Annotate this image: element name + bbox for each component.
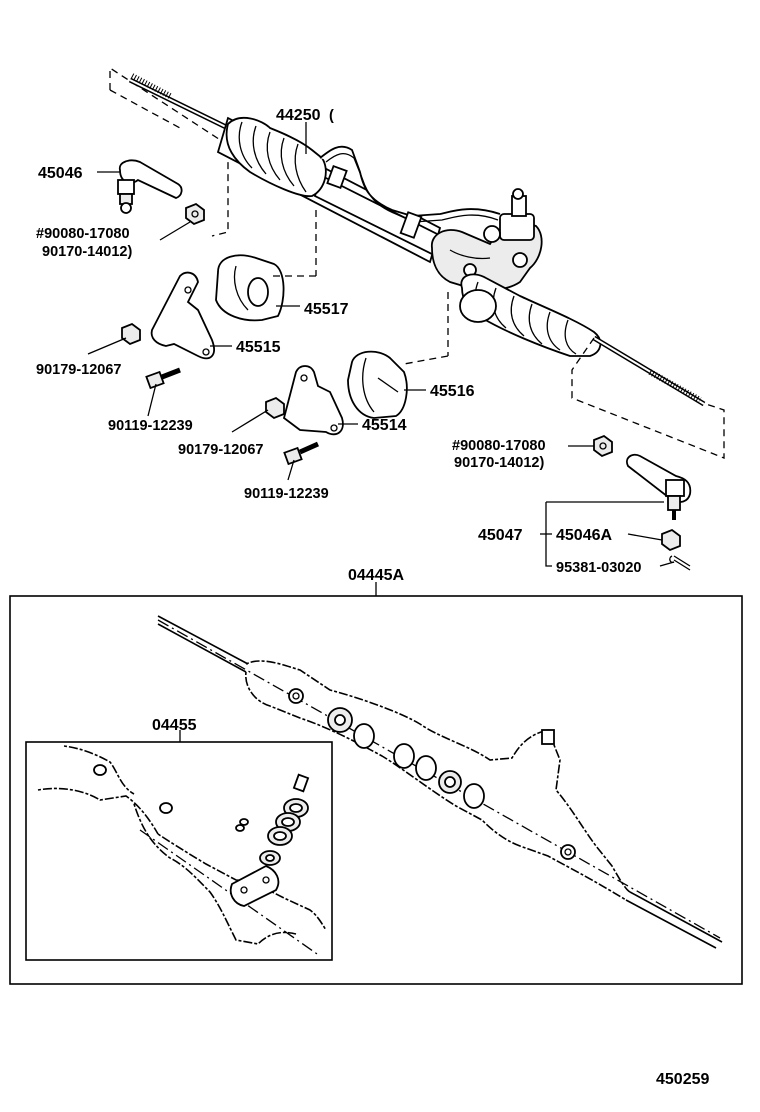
label-grommet-lower: 45516 — [430, 383, 475, 400]
gasket-kit-box — [9, 595, 743, 985]
label-bolt-upper: 90119-12239 — [108, 418, 193, 434]
left-inner-tie-rod — [128, 73, 230, 131]
bracket-upper — [150, 271, 215, 360]
label-tie-rod-end-left: 45046 — [38, 165, 83, 182]
label-nut-lower: 90179-12067 — [178, 442, 263, 458]
bolt-upper — [145, 367, 181, 390]
tie-rod-end-right — [626, 453, 692, 520]
label-bracket-upper: 45515 — [236, 339, 281, 356]
grommet-lower — [347, 350, 408, 419]
label-sub-kit: 04455 — [152, 717, 197, 734]
label-nut-right-1: #90080-17080 — [452, 438, 546, 454]
nut-left — [185, 202, 205, 226]
nut-lower — [265, 396, 285, 420]
left-boot — [225, 116, 327, 197]
label-nut-right-2: 90170-14012) — [454, 455, 544, 471]
tie-rod-end-left — [117, 159, 183, 214]
label-bracket-lower: 45514 — [362, 417, 407, 434]
right-tie-rod-envelope — [571, 337, 725, 459]
bolt-lower — [283, 441, 320, 466]
label-rack-assembly: 44250 — [276, 107, 321, 124]
grommet-upper — [215, 254, 285, 322]
label-cotter-pin: 95381-03020 — [556, 560, 641, 576]
valve-body-phantom — [37, 745, 327, 957]
right-boot — [459, 273, 602, 357]
bracket-lower — [282, 365, 344, 436]
label-bolt-lower: 90119-12239 — [244, 486, 329, 502]
label-nut-left-1: #90080-17080 — [36, 226, 130, 242]
label-tie-rod-end-right: 45047 — [478, 527, 523, 544]
label-nut-left-2: 90170-14012) — [42, 244, 132, 260]
nut-upper — [121, 322, 141, 346]
sub-kit-box — [25, 741, 333, 961]
pinion-valve-body — [431, 188, 543, 291]
label-rack-assembly-mark: ( — [329, 108, 334, 124]
leader-lines — [87, 122, 675, 742]
label-gasket-kit: 04445A — [348, 567, 404, 584]
rack-outline-phantom — [157, 615, 723, 949]
label-grommet-upper: 45517 — [304, 301, 349, 318]
castle-nut — [661, 528, 681, 552]
nut-right — [593, 434, 613, 458]
fluid-lines — [319, 145, 501, 239]
right-inner-tie-rod — [592, 335, 706, 407]
label-tie-rod-end-sub: 45046A — [556, 527, 612, 544]
label-nut-upper: 90179-12067 — [36, 362, 121, 378]
drawing-number: 450259 — [656, 1071, 709, 1088]
